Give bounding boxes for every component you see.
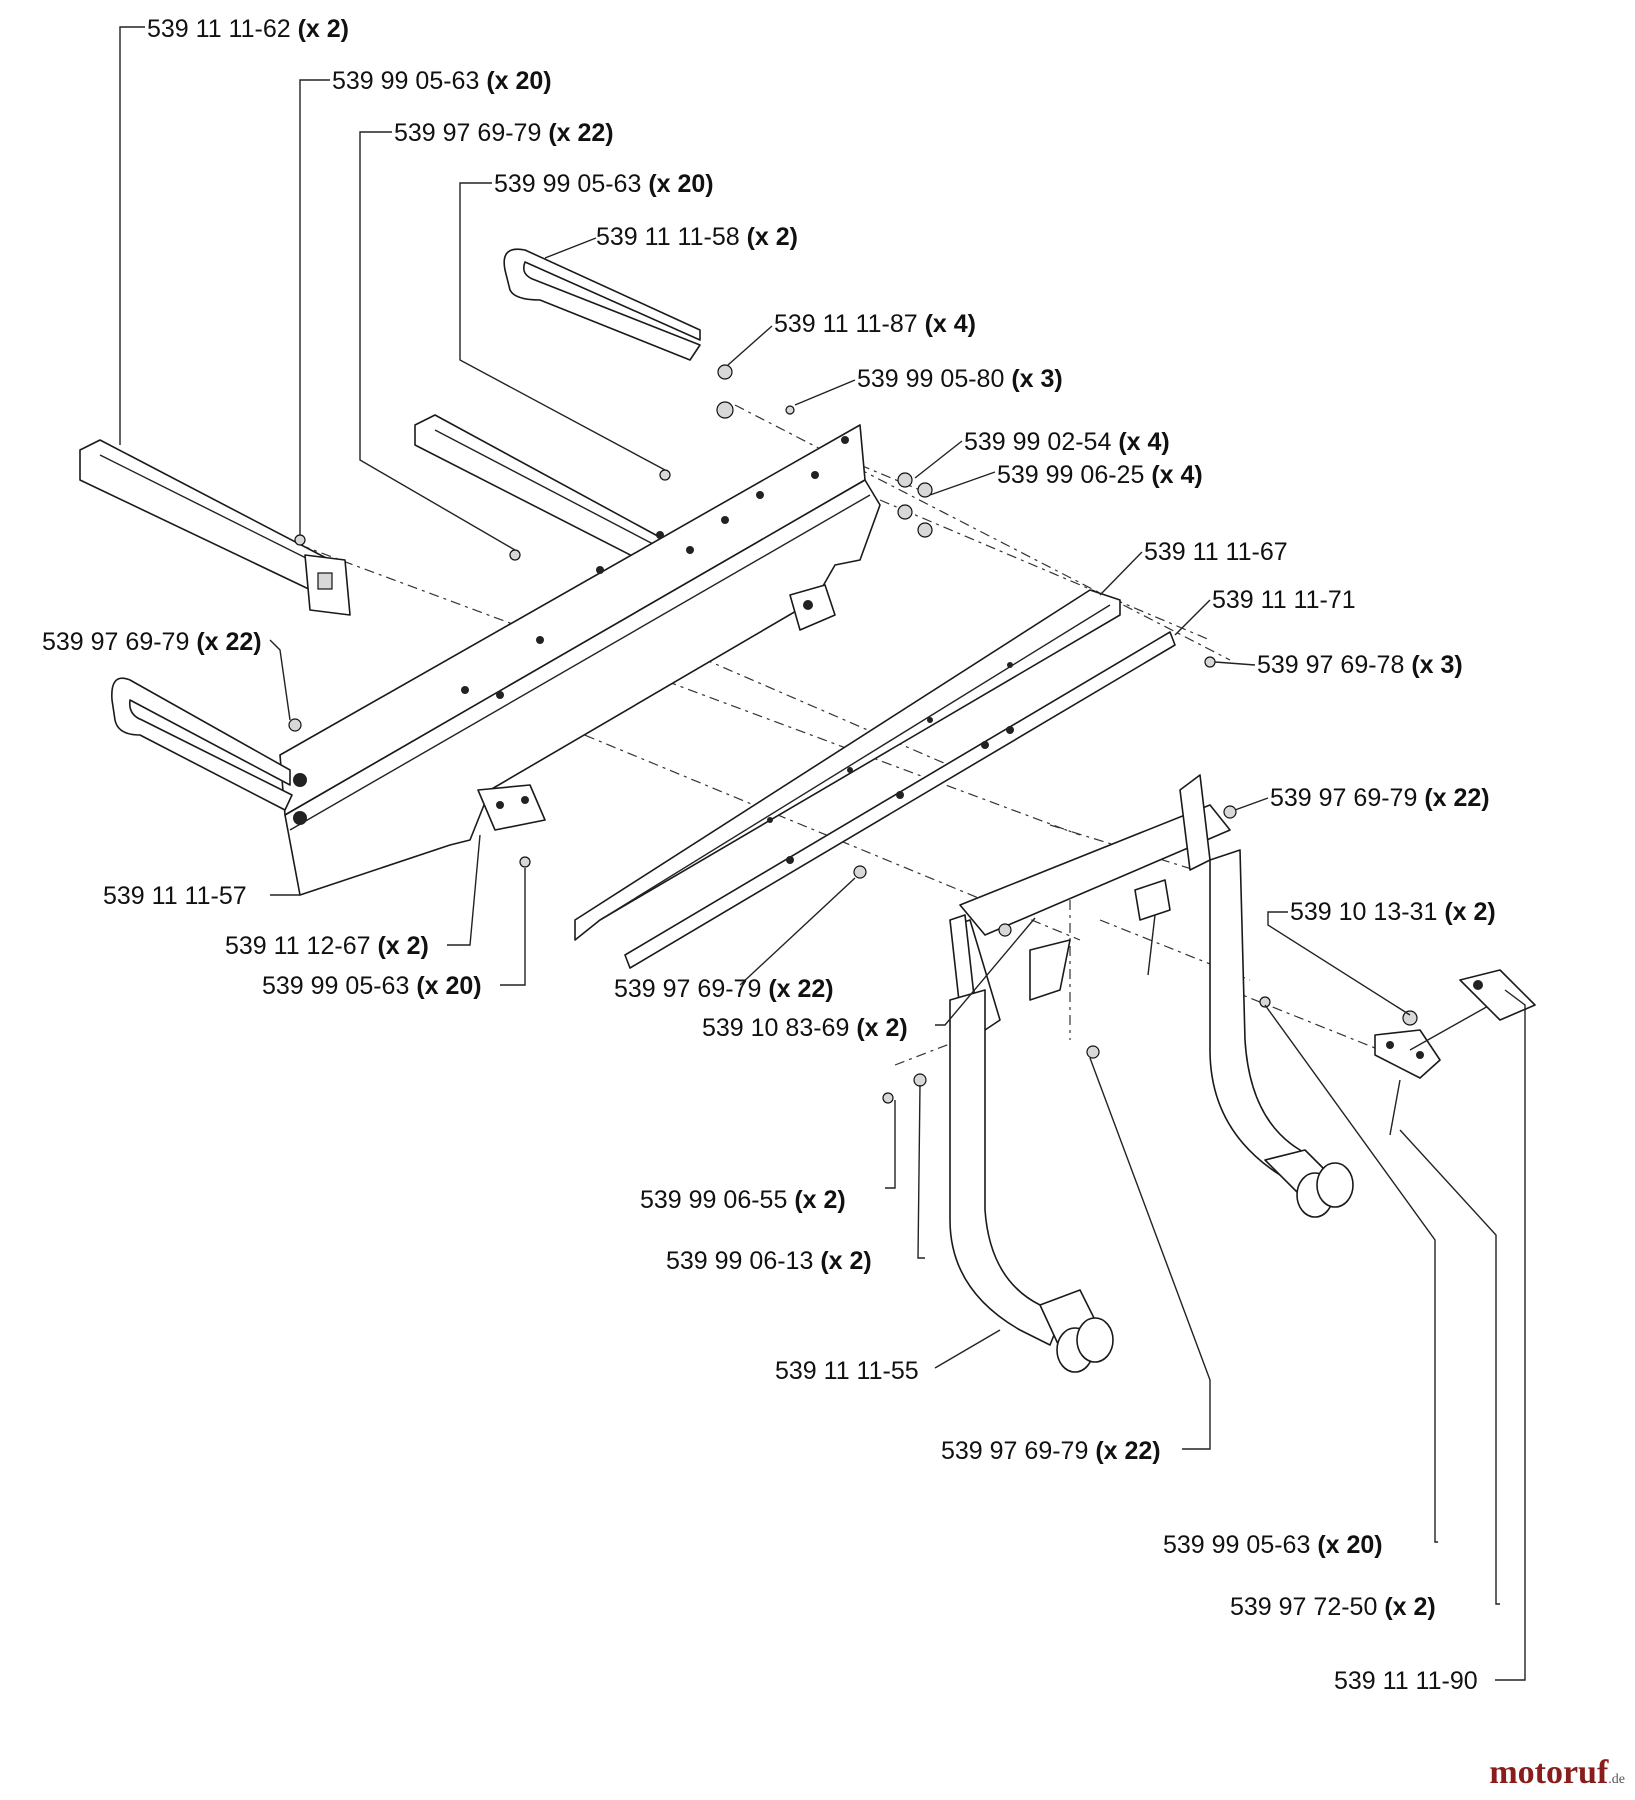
- part-main-frame-plate: [279, 424, 881, 896]
- part-side-rail-right: [414, 414, 666, 566]
- part-handle-upper: [503, 248, 701, 361]
- callout-labels: 539 11 11-62 (x 2) 539 99 05-63 (x 20) 5…: [42, 15, 1496, 1695]
- part-handle-lower: [111, 677, 293, 811]
- callout-label: 539 10 83-69 (x 2): [702, 1014, 908, 1042]
- callout-label: 539 99 02-54 (x 4): [964, 428, 1170, 456]
- callout-label: 539 99 05-63 (x 20): [494, 170, 714, 198]
- callout-label: 539 97 69-79 (x 22): [1270, 784, 1490, 812]
- callout-label: 539 11 11-67: [1144, 538, 1288, 566]
- callout-label: 539 11 11-87 (x 4): [774, 310, 976, 338]
- callout-label: 539 97 69-78 (x 3): [1257, 651, 1463, 679]
- callout-label: 539 97 69-79 (x 22): [394, 119, 614, 147]
- hardware-items: [288, 364, 1418, 1104]
- callout-label: 539 10 13-31 (x 2): [1290, 898, 1496, 926]
- callout-label: 539 11 11-58 (x 2): [596, 223, 798, 251]
- part-latch-plate: [1374, 1029, 1441, 1079]
- callout-label: 539 99 05-63 (x 20): [262, 972, 482, 1000]
- part-side-rail-left: [79, 439, 351, 616]
- callout-label: 539 11 11-71: [1212, 586, 1356, 614]
- part-hitch-frame: [949, 774, 1354, 1373]
- callout-label: 539 99 05-63 (x 20): [332, 67, 552, 95]
- callout-label: 539 11 11-57: [103, 882, 247, 910]
- callout-label: 539 97 69-79 (x 22): [941, 1437, 1161, 1465]
- callout-label: 539 97 72-50 (x 2): [1230, 1593, 1436, 1621]
- callout-label: 539 11 12-67 (x 2): [225, 932, 429, 960]
- callout-label: 539 97 69-79 (x 22): [614, 975, 834, 1003]
- part-long-angle-bar: [574, 589, 1121, 941]
- callout-label: 539 99 06-55 (x 2): [640, 1186, 846, 1214]
- part-flat-strip: [624, 631, 1176, 969]
- callout-label: 539 11 11-55: [775, 1357, 919, 1385]
- leader-lines: [119, 26, 1526, 1681]
- callout-label: 539 97 69-79 (x 22): [42, 628, 262, 656]
- callout-label: 539 11 11-62 (x 2): [147, 15, 349, 43]
- callout-label: 539 99 06-25 (x 4): [997, 461, 1203, 489]
- callout-label: 539 99 05-80 (x 3): [857, 365, 1063, 393]
- callout-label: 539 11 11-90: [1334, 1667, 1478, 1695]
- callout-label: 539 99 05-63 (x 20): [1163, 1531, 1383, 1559]
- part-bracket-small: [477, 784, 546, 831]
- callout-label: 539 99 06-13 (x 2): [666, 1247, 872, 1275]
- part-pin-rod: [1409, 969, 1536, 1051]
- watermark-logo: motoruf.de: [1489, 1754, 1625, 1791]
- part-bracket-frame: [789, 584, 836, 631]
- part-spring: [1147, 914, 1401, 1136]
